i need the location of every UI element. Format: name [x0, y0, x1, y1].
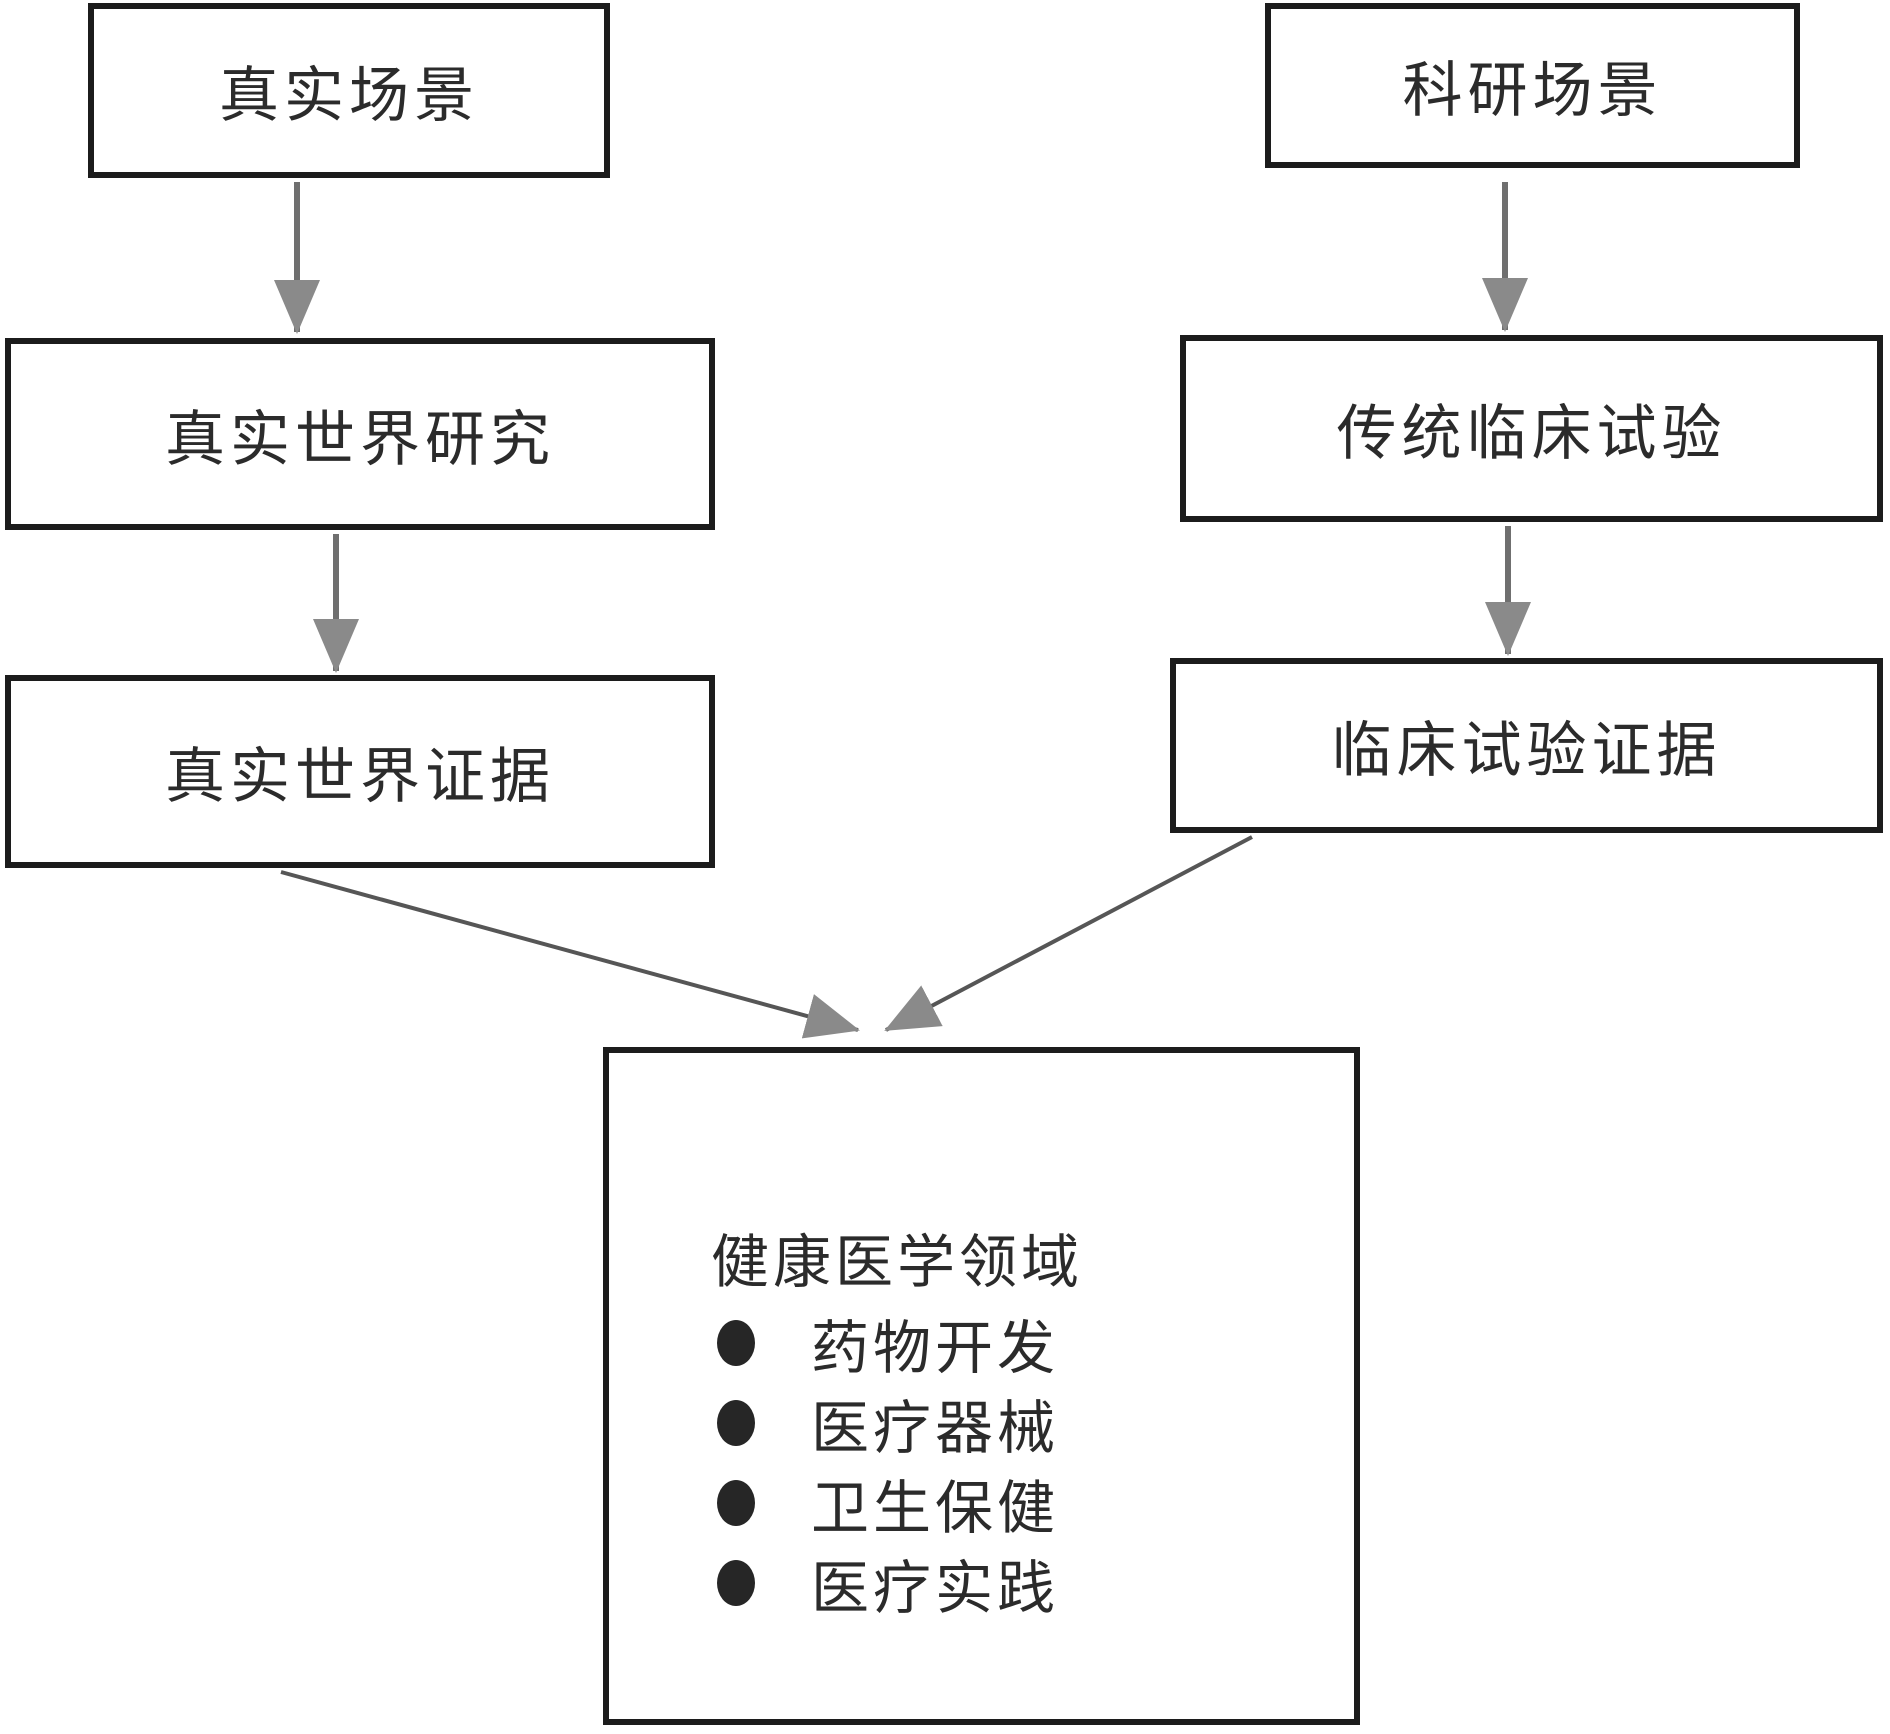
list-item: 药物开发 [711, 1303, 1083, 1383]
list-item-label: 卫生保健 [811, 1476, 1060, 1541]
health-medicine-content: 健康医学领域 药物开发 医疗器械 卫生保健 医疗实践 [711, 1223, 1083, 1623]
box-traditional-clinical-trial: 传统临床试验 [1180, 335, 1883, 522]
box-real-scenario-label: 真实场景 [219, 63, 479, 129]
box-health-medicine-field: 健康医学领域 药物开发 医疗器械 卫生保健 医疗实践 [603, 1047, 1360, 1725]
box-traditional-clinical-trial-label: 传统临床试验 [1336, 401, 1727, 467]
bullet-icon [717, 1400, 755, 1446]
bullet-icon [717, 1320, 755, 1366]
health-medicine-title: 健康医学领域 [711, 1230, 1084, 1295]
box-real-world-evidence: 真实世界证据 [5, 675, 715, 868]
list-item-label: 医疗器械 [811, 1396, 1060, 1461]
diagonal-arrow-left [280, 870, 860, 1039]
box-real-world-study-label: 真实世界研究 [165, 406, 555, 473]
box-research-scenario: 科研场景 [1265, 3, 1800, 168]
list-item-label: 医疗实践 [811, 1556, 1060, 1621]
bullet-icon [717, 1560, 755, 1606]
diagonal-arrow-right [884, 835, 1253, 1032]
bullet-icon [717, 1480, 755, 1526]
box-research-scenario-label: 科研场景 [1402, 58, 1663, 124]
list-item: 医疗器械 [711, 1383, 1083, 1463]
list-item: 医疗实践 [711, 1543, 1083, 1623]
box-real-world-evidence-label: 真实世界证据 [165, 744, 555, 810]
box-clinical-trial-evidence: 临床试验证据 [1170, 658, 1883, 833]
box-real-scenario: 真实场景 [88, 3, 610, 178]
box-clinical-trial-evidence-label: 临床试验证据 [1331, 718, 1722, 784]
list-item-label: 药物开发 [811, 1316, 1060, 1381]
list-item: 卫生保健 [711, 1463, 1083, 1543]
box-real-world-study: 真实世界研究 [5, 338, 715, 530]
